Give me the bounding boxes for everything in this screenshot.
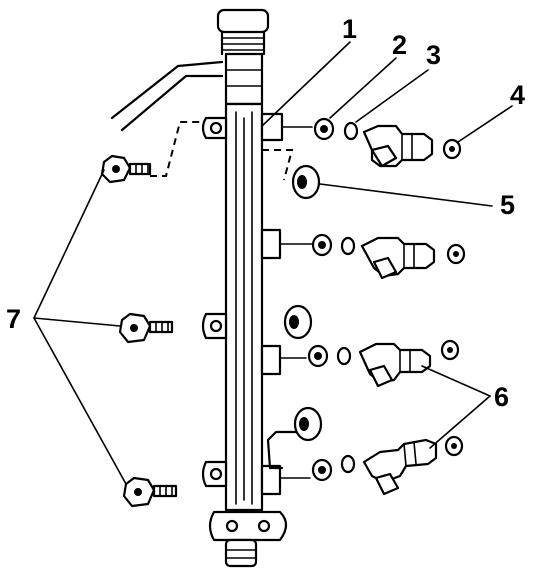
callout-5-label: 5 xyxy=(500,190,515,220)
rail-bolt-middle xyxy=(118,312,174,344)
rail-bolt-top xyxy=(100,154,152,184)
callout-6-label: 6 xyxy=(494,382,509,412)
rail-seal-1 xyxy=(291,164,321,200)
injector-stack-4 xyxy=(279,435,464,496)
injector-stack-1 xyxy=(281,117,462,168)
callout-2-label: 2 xyxy=(392,30,407,60)
rail-bolt-bottom xyxy=(122,476,178,508)
rail-seal-2 xyxy=(283,304,313,340)
fuel-feed-line xyxy=(110,60,224,132)
injector-stack-2 xyxy=(279,233,466,280)
fuel-rail xyxy=(201,8,288,568)
rail-seal-3 xyxy=(293,406,323,442)
callout-1-label: 1 xyxy=(342,14,357,44)
alignment-line-top-bolt xyxy=(150,121,204,177)
leader-lines xyxy=(33,41,513,485)
injector-stack-3 xyxy=(279,339,460,388)
callout-3-label: 3 xyxy=(426,40,441,70)
callout-4-label: 4 xyxy=(510,80,525,110)
callout-7-label: 7 xyxy=(6,304,21,334)
alignment-line-o-ring xyxy=(262,149,294,181)
